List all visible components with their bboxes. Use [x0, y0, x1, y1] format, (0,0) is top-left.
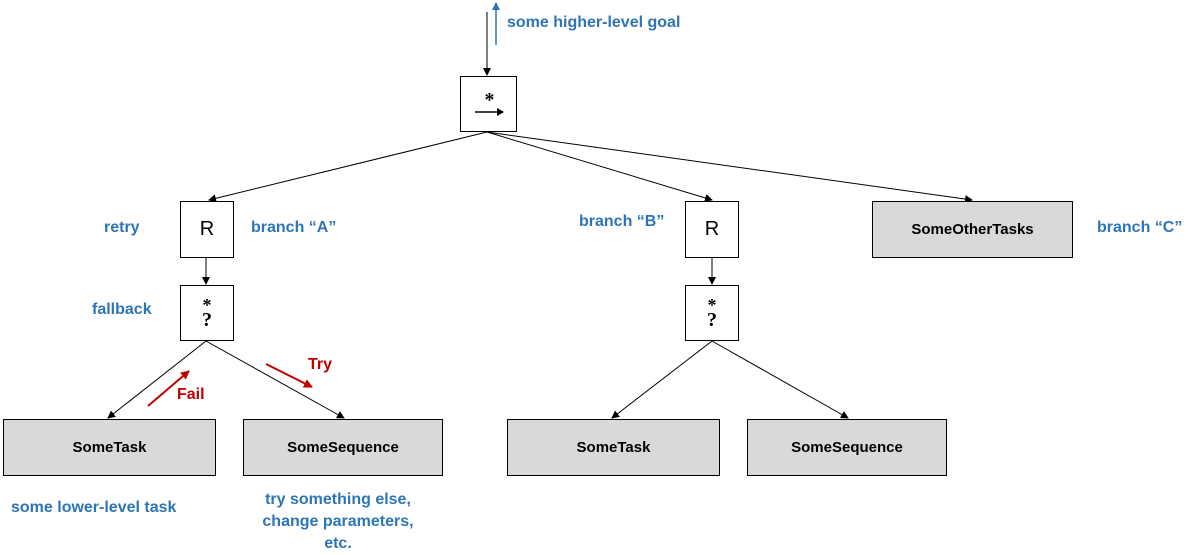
edge-fallback-a-sequence: [205, 340, 345, 419]
sequence-node-b[interactable]: SomeSequence: [747, 419, 947, 476]
fallback-icon-b: * ?: [707, 295, 717, 331]
retry-label: retry: [104, 219, 140, 236]
branch-c-label: branch “C”: [1097, 219, 1183, 236]
fallback-star-b: *: [707, 295, 717, 315]
sequence-arrow-icon: *: [473, 89, 505, 119]
fallback-icon: * ?: [202, 295, 212, 331]
fallback-node-b[interactable]: * ?: [685, 285, 739, 341]
task-note: some lower-level task: [11, 499, 177, 516]
task-node-b[interactable]: SomeTask: [507, 419, 720, 476]
fallback-label: fallback: [92, 301, 152, 318]
sequence-note: try something else, change parameters, e…: [262, 491, 414, 552]
root-sequence-node[interactable]: *: [460, 76, 517, 132]
edge-fallback-a-task: [107, 340, 207, 419]
edge-root-branch-c: [486, 131, 973, 203]
fail-label: Fail: [177, 386, 205, 403]
fail-arrow: [147, 370, 190, 407]
retry-node-b[interactable]: R: [685, 201, 739, 258]
task-node-a[interactable]: SomeTask: [3, 419, 216, 476]
retry-symbol: R: [199, 218, 215, 240]
right-arrow-icon: [474, 108, 504, 116]
fallback-star: *: [202, 295, 212, 315]
branch-a-label: branch “A”: [251, 219, 337, 236]
edge-fallback-b-task: [611, 340, 713, 419]
edge-fallback-b-sequence: [711, 340, 849, 419]
fallback-question: ?: [202, 309, 212, 331]
goal-label: some higher-level goal: [507, 14, 681, 31]
try-arrow: [265, 363, 313, 388]
sequence-node-a[interactable]: SomeSequence: [243, 419, 443, 476]
try-label: Try: [308, 356, 333, 373]
fallback-question-b: ?: [707, 309, 717, 331]
branch-b-label: branch “B”: [579, 213, 665, 230]
retry-symbol-b: R: [704, 218, 720, 240]
sequence-star: *: [484, 89, 495, 111]
edge-root-branch-b: [486, 131, 713, 202]
retry-node-a[interactable]: R: [180, 201, 234, 258]
edge-root-branch-a: [208, 131, 488, 203]
other-tasks-node[interactable]: SomeOtherTasks: [872, 201, 1073, 258]
fallback-node-a[interactable]: * ?: [180, 285, 234, 341]
